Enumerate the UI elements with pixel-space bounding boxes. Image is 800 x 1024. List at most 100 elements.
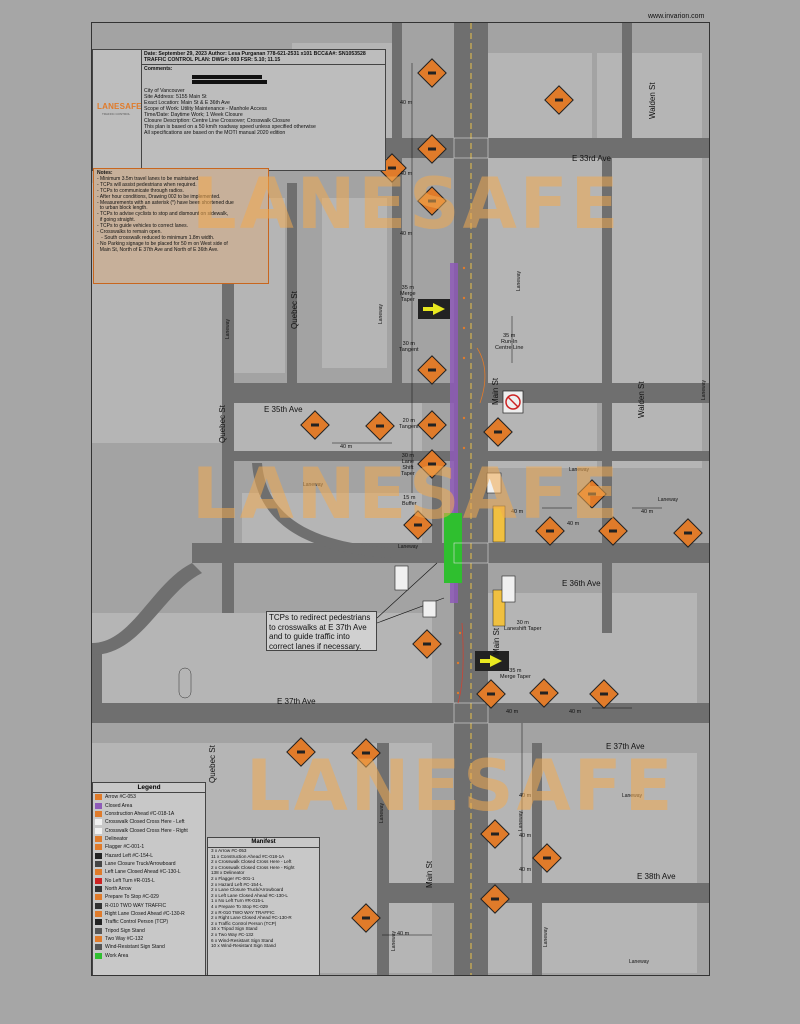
legend-title: Legend	[93, 783, 205, 793]
street-main-mid: Main St	[491, 377, 500, 405]
legend-item: Closed Area	[93, 801, 205, 809]
dim-40m: 40 m	[397, 931, 410, 937]
laneway-label: Laneway	[518, 810, 524, 831]
dim-30m: 30 m	[401, 453, 414, 459]
dim-40m: 40 m	[641, 509, 654, 515]
laneway-label: Laneway	[516, 270, 522, 291]
title-line-2: TRAFFIC CONTROL PLAN: DWG#: 003 FSR: 5.1…	[144, 57, 281, 63]
notes-list: - Minimum 3.5m travel lanes to be mainta…	[97, 175, 265, 254]
manifest-item: 2 x Lane Closure Truck/Arrowboard	[211, 887, 284, 893]
dim-40m: 40 m	[569, 709, 582, 715]
laneway-label: Laneway	[569, 467, 590, 473]
legend-swatch-icon	[95, 869, 102, 876]
legend-label: Construction Ahead #C-018-1A	[105, 810, 175, 817]
legend-label: Arrow #C-053	[105, 794, 136, 801]
legend-swatch-icon	[95, 877, 102, 884]
arrowboard	[418, 299, 509, 671]
manifest-item: 3 x Arrow #C-053	[211, 848, 247, 853]
legend-swatch-icon	[95, 827, 102, 834]
dim-40m: 40 m	[519, 867, 532, 873]
lanesafe-logo: LANESAFE	[97, 102, 142, 111]
manifest-item: 2 x Traffic Control Person (TCP)	[211, 920, 277, 926]
dim-40m: 40 m	[506, 709, 519, 715]
manifest-item: 2 x Crosswalk Closed Cross Here - Left	[211, 859, 292, 865]
legend-label: Crosswalk Closed Cross Here - Left	[105, 819, 185, 826]
legend-item: Work Area	[93, 952, 205, 960]
legend-swatch-icon	[95, 835, 102, 842]
tangent-label: Tangent	[399, 347, 419, 353]
laneway-label: Laneway	[303, 482, 324, 488]
block	[597, 53, 702, 138]
legend-label: Work Area	[105, 952, 129, 959]
legend-item: Prepare To Stop #C-029	[93, 893, 205, 901]
redacted-comment	[192, 75, 262, 79]
street-main-bottom: Main St	[425, 860, 434, 888]
legend-swatch-icon	[95, 802, 102, 809]
legend-label: Two Way #C-132	[105, 936, 144, 943]
note-item: - TCPs to guide vehicles to correct lane…	[97, 223, 189, 230]
legend-item: Crosswalk Closed Cross Here - Left	[93, 818, 205, 826]
manifest-item: 1 x No Left Turn #R-015-L	[211, 898, 265, 904]
legend-label: Closed Area	[105, 802, 133, 809]
legend-item: Lane Closure Truck/Arrowboard	[93, 860, 205, 868]
note-item: - South crosswalk reduced to minimum 1.8…	[97, 234, 215, 241]
street-quebec-mid: Quebec St	[218, 405, 227, 443]
legend-swatch-icon	[95, 902, 102, 909]
street-e33: E 33rd Ave	[572, 154, 611, 163]
legend-item: Wind-Resistant Sign Stand	[93, 943, 205, 951]
legend-label: Wind-Resistant Sign Stand	[105, 944, 165, 951]
legend-label: Traffic Control Person (TCP)	[105, 919, 169, 926]
block	[487, 593, 697, 703]
note-item: to urban block length.	[97, 205, 148, 212]
manifest-item: 16 x Tripod Sign Stand	[211, 926, 258, 932]
legend-swatch-icon	[95, 944, 102, 951]
work-area	[444, 513, 462, 583]
note-item: Main St, North of E 37th Ave and North o…	[97, 246, 219, 253]
legend-label: Crosswalk Closed Cross Here - Right	[105, 827, 188, 834]
legend-item: Tripod Sign Stand	[93, 927, 205, 935]
legend-item: Hazard Left #C-154-L	[93, 851, 205, 859]
legend-item: Delineator	[93, 835, 205, 843]
site-detail-line: Scope of Work: Utility Maintenance - Man…	[144, 106, 268, 112]
site-detail-line: Time/Date: Daytime Work; 1 Week Closure	[144, 112, 243, 118]
laneway-label: Laneway	[543, 926, 549, 947]
crosswalk	[453, 542, 489, 564]
street-walden-mid: Walden St	[637, 381, 646, 418]
legend-swatch-icon	[95, 844, 102, 851]
legend-swatch-icon	[95, 927, 102, 934]
note-item: - TCPs will assist pedestrians when requ…	[97, 181, 197, 188]
legend-swatch-icon	[95, 794, 102, 801]
street-main-low: Main St	[492, 627, 501, 655]
laneway-label: Laneway	[225, 318, 231, 339]
manifest-item: 11 x Construction Ahead #C-018-1A	[211, 853, 285, 859]
note-item: - Minimum 3.5m travel lanes to be mainta…	[97, 175, 200, 182]
legend-item: Flagger #C-001-1	[93, 843, 205, 851]
note-item: if going straight.	[97, 217, 136, 224]
e38-road	[387, 883, 709, 903]
logo-subtitle: TRAFFIC CONTROL	[102, 112, 131, 116]
legend-label: Lane Closure Truck/Arrowboard	[105, 860, 176, 867]
legend-item: Left Lane Closed Ahead #C-130-L	[93, 868, 205, 876]
hazard-board	[492, 505, 506, 627]
legend-label: Left Lane Closed Ahead #C-130-L	[105, 869, 181, 876]
logo-main: LANE	[97, 102, 120, 111]
note-item: - After hour conditions, Drawing 002 to …	[97, 193, 221, 200]
manifest-item: 4 x Prepare To Stop #C-029	[211, 903, 268, 909]
site-url: www.invarion.com	[648, 13, 705, 20]
dim-40m: 40 m	[519, 833, 532, 839]
note-item: - Crosswalks to remain open.	[97, 229, 162, 236]
legend-label: Right Lane Closed Ahead #C-130-R	[105, 910, 185, 917]
no-left-turn-sign	[502, 390, 524, 414]
street-quebec-low: Quebec St	[208, 745, 217, 783]
note-item: - Measurements with an asterisk (*) have…	[97, 199, 234, 206]
note-item: - No Parking signage to be placed for 50…	[97, 240, 228, 247]
buffer-label: Buffer	[402, 501, 417, 507]
legend-label: Hazard Left #C-154-L	[105, 852, 154, 859]
legend-label: Delineator	[105, 835, 128, 842]
crosswalk	[453, 702, 489, 724]
